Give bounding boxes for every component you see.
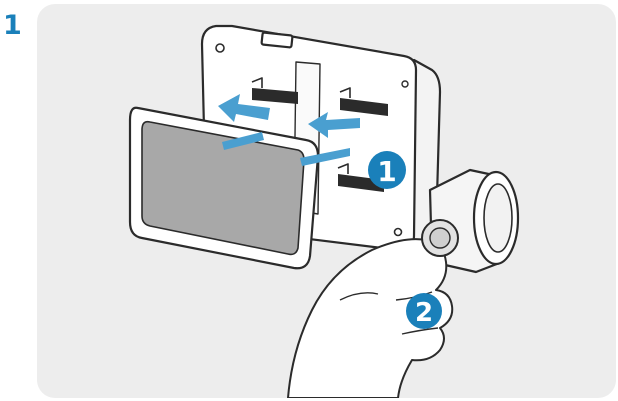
callout-1-label: 1 xyxy=(377,155,396,188)
callout-2-label: 2 xyxy=(415,298,433,328)
step-number: 1 xyxy=(3,12,22,39)
callout-2: 2 xyxy=(406,293,442,329)
illustration-panel: 1 2 xyxy=(37,4,616,398)
installation-illustration: 1 2 xyxy=(37,4,616,398)
callout-1: 1 xyxy=(368,151,406,189)
